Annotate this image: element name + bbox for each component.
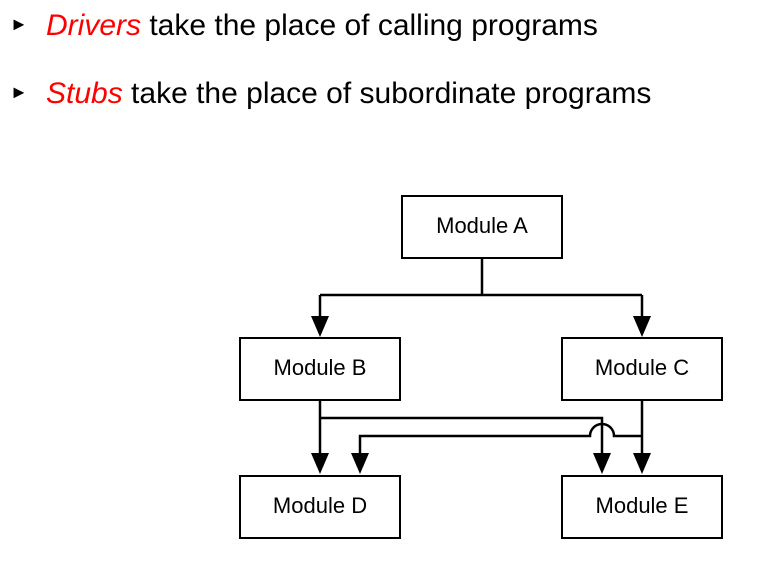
module-d-label: Module D — [273, 493, 367, 518]
connector-c-to-d — [358, 422, 642, 455]
bullet-text-stubs: take the place of subordinate programs — [122, 77, 652, 110]
module-a: Module A — [401, 195, 563, 259]
module-e-box — [561, 475, 723, 539]
module-c: Module C — [561, 337, 723, 401]
module-d: Module D — [239, 475, 401, 539]
arrowhead-to-b — [311, 316, 329, 337]
module-a-label: Module A — [436, 213, 528, 238]
bullet-term-stubs: Stubs — [46, 77, 123, 110]
bullet-term-drivers: Drivers — [46, 9, 141, 42]
connector-lines — [318, 258, 644, 455]
arrowhead-b-to-d — [311, 453, 329, 474]
module-a-box — [401, 195, 563, 259]
bullet-text-drivers: take the place of calling programs — [141, 9, 598, 42]
bullet-item-drivers: ► Drivers take the place of calling progr… — [10, 8, 598, 45]
module-b-box — [239, 337, 401, 401]
module-c-box — [561, 337, 723, 401]
module-b: Module B — [239, 337, 401, 401]
module-d-box — [239, 475, 401, 539]
module-b-label: Module B — [274, 355, 367, 380]
module-e: Module E — [561, 475, 723, 539]
bullet-arrow-icon: ► — [10, 82, 28, 103]
module-c-label: Module C — [595, 355, 689, 380]
bullet-item-stubs: ► Stubs take the place of subordinate pro… — [10, 76, 651, 113]
connector-b-to-e — [320, 416, 604, 455]
bullet-arrow-icon: ► — [10, 14, 28, 35]
arrowhead-to-c — [633, 316, 651, 337]
module-e-label: Module E — [596, 493, 689, 518]
arrowhead-c-to-d — [351, 453, 369, 474]
connector-arrowheads — [311, 316, 651, 474]
arrowhead-b-to-e — [593, 453, 611, 474]
arrowhead-c-to-e — [633, 453, 651, 474]
